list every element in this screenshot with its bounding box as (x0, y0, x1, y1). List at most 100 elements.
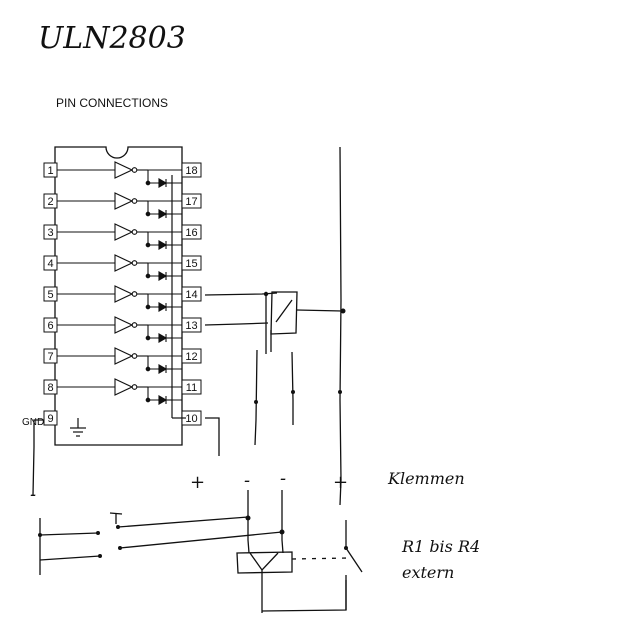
junction-dots (38, 291, 348, 558)
inverter-icon (114, 285, 134, 303)
driver-channel (57, 347, 182, 374)
relay-label: R1 bis R4 (401, 537, 480, 556)
right-pin: 18 (181, 162, 202, 178)
terminals-label: Klemmen (387, 469, 465, 488)
external-contact (345, 520, 363, 610)
terminal-symbol-3: - (280, 468, 286, 489)
pin-number: 6 (47, 320, 53, 332)
gnd-label: GND (22, 417, 44, 428)
right-pin: 17 (181, 193, 202, 209)
junction-dot (145, 273, 151, 279)
inverter-bubble (131, 291, 138, 297)
left-pin: 9 (43, 410, 58, 426)
wire-lower-b (281, 490, 284, 554)
pin-number: 14 (185, 289, 197, 301)
diode-icon (158, 333, 168, 343)
diode-icon (158, 209, 168, 219)
right-pin: 12 (181, 348, 202, 364)
right-pin: 15 (181, 255, 202, 271)
driver-channel (57, 161, 182, 188)
left-pin: 8 (43, 379, 58, 395)
wire-lower-a (247, 490, 250, 554)
wire-pin10 (205, 417, 220, 456)
inverter-bubble (131, 198, 138, 204)
plus-rail (339, 146, 342, 506)
inverter-bubble (131, 167, 138, 173)
diode-icon (158, 395, 168, 405)
pin-number: 2 (47, 196, 53, 208)
common-diode-rail (171, 175, 186, 419)
inverter-bubble (131, 353, 138, 359)
pin-number: 4 (47, 258, 53, 270)
pin-number: 3 (47, 227, 53, 239)
left-pin: 7 (43, 348, 58, 364)
right-pin-column: 18 17 16 15 14 13 12 11 10 (181, 162, 202, 426)
inverter-icon (114, 161, 134, 179)
pin-number: 8 (47, 382, 53, 394)
junction-dot (145, 397, 151, 403)
inverter-icon (114, 192, 134, 210)
pin-number: 10 (185, 413, 197, 425)
ic-outline (54, 146, 183, 446)
junction-dot (145, 304, 151, 310)
diode-icon (158, 240, 168, 250)
pin-number: 9 (47, 413, 53, 425)
pin-connections-heading: PIN CONNECTIONS (56, 96, 168, 110)
inverter-icon (114, 378, 134, 396)
ic-package (54, 146, 183, 446)
right-pin: 16 (181, 224, 202, 240)
pin-number: 11 (186, 382, 197, 394)
pin-number: 12 (185, 351, 197, 363)
wire-terminal-minus-2 (291, 351, 294, 425)
handwritten-title: ULN2803 (38, 21, 186, 56)
pin-number: 13 (185, 320, 197, 332)
driver-channel (57, 378, 182, 405)
right-pin: 11 (181, 379, 202, 395)
relay-contact-box (236, 551, 293, 574)
junction-dot (145, 335, 151, 341)
inverter-bubble (131, 322, 138, 328)
inverter-bubble (131, 384, 138, 390)
left-pin: 2 (43, 193, 58, 209)
inverter-icon (114, 316, 134, 334)
diode-icon (158, 364, 168, 374)
left-pin: 3 (43, 224, 58, 240)
terminal-symbol-1: + (190, 472, 205, 493)
left-pin: 5 (43, 286, 58, 302)
switch-line-1 (39, 532, 99, 536)
diode-icon (158, 302, 168, 312)
driver-channel (57, 223, 182, 250)
pin-number: 17 (185, 196, 197, 208)
terminal-symbol-4: + (333, 472, 348, 493)
junction-dot (145, 180, 151, 186)
left-pin: 1 (43, 162, 58, 178)
wire-to-plus-rail (296, 309, 343, 312)
inverter-icon (114, 347, 134, 365)
wire-terminal-minus-1 (254, 349, 258, 446)
left-rail-symbol: - (30, 484, 36, 505)
wire-pin13 (204, 322, 269, 326)
wire-pin9-gnd (32, 419, 44, 496)
inverter-icon (114, 254, 134, 272)
inverter-bubble (131, 260, 138, 266)
switch-line-1b (117, 516, 249, 528)
terminal-symbol-2: - (244, 470, 250, 491)
right-pin: 13 (181, 317, 202, 333)
relay-coil (270, 291, 298, 335)
junction-dot (145, 211, 151, 217)
mechanical-link (291, 557, 351, 560)
right-pin: 14 (181, 286, 202, 302)
junction-dot (145, 242, 151, 248)
ground-icon (70, 418, 86, 437)
pin-number: 18 (185, 165, 197, 177)
pin-number: 16 (185, 227, 197, 239)
switch-line-2 (39, 555, 101, 561)
external-wiring (32, 146, 363, 613)
inverter-bubble (131, 229, 138, 235)
driver-channels (57, 161, 182, 405)
diode-icon (158, 271, 168, 281)
pin-number: 1 (47, 165, 53, 177)
driver-channel (57, 254, 182, 281)
relay-coil-diagonal (275, 299, 293, 323)
